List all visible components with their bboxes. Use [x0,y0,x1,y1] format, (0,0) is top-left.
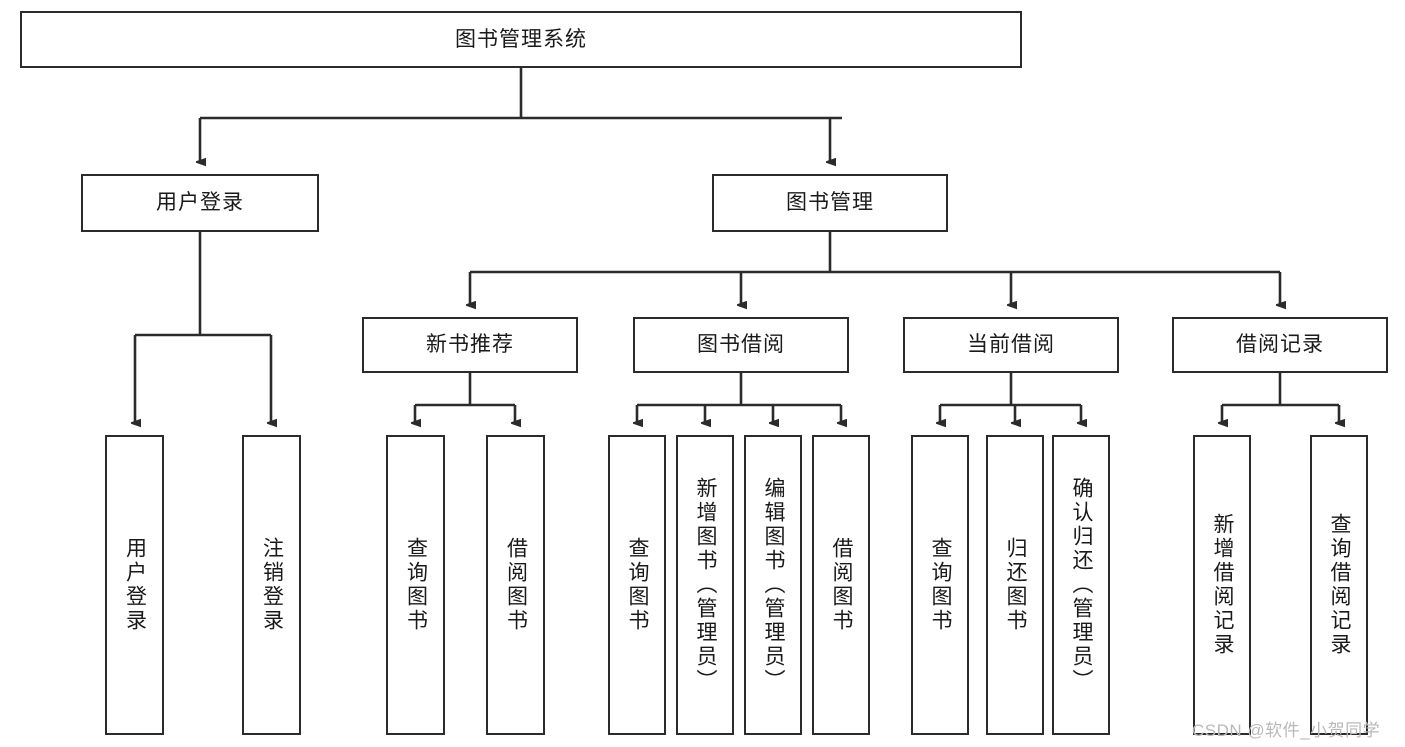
node-root-label: 图书管理系统 [455,27,587,51]
leaf-add-borrow-record[interactable]: 新增借阅记录 [1193,435,1251,735]
node-user-login-label: 用户登录 [156,191,244,215]
node-root[interactable]: 图书管理系统 [20,11,1022,68]
leaf-query-borrow-record[interactable]: 查询借阅记录 [1310,435,1368,735]
leaf-confirm-return-admin[interactable]: 确认归还（管理员） [1052,435,1110,735]
node-current-borrow-label: 当前借阅 [967,333,1055,357]
leaf-add-book-admin-label: 新增图书（管理员） [694,477,717,693]
leaf-user-login-label: 用户登录 [123,537,147,633]
leaf-edit-book-admin-label: 编辑图书（管理员） [762,477,785,693]
leaf-query-book-recommend-label: 查询图书 [404,537,428,633]
leaf-user-login[interactable]: 用户登录 [105,435,164,735]
node-book-borrow-label: 图书借阅 [697,333,785,357]
node-book-manage-label: 图书管理 [786,191,874,215]
watermark: CSDN @软件_小贺同学 [1192,721,1381,740]
node-book-manage[interactable]: 图书管理 [712,174,948,232]
node-current-borrow[interactable]: 当前借阅 [903,317,1119,373]
leaf-return-book[interactable]: 归还图书 [986,435,1044,735]
node-book-borrow[interactable]: 图书借阅 [633,317,849,373]
node-borrow-record[interactable]: 借阅记录 [1172,317,1388,373]
leaf-borrow-book-recommend-label: 借阅图书 [504,537,528,633]
node-new-book-recommend[interactable]: 新书推荐 [362,317,578,373]
leaf-add-book-admin[interactable]: 新增图书（管理员） [676,435,734,735]
node-user-login[interactable]: 用户登录 [81,174,319,232]
leaf-query-book-recommend[interactable]: 查询图书 [386,435,445,735]
leaf-logout-label: 注销登录 [260,537,284,633]
leaf-borrow-book-label: 借阅图书 [830,537,853,633]
leaf-return-book-label: 归还图书 [1004,537,1027,633]
leaf-logout[interactable]: 注销登录 [242,435,301,735]
leaf-borrow-book-recommend[interactable]: 借阅图书 [486,435,545,735]
leaf-query-book-current-label: 查询图书 [929,537,952,633]
node-borrow-record-label: 借阅记录 [1236,333,1324,357]
leaf-query-book-current[interactable]: 查询图书 [911,435,969,735]
leaf-query-book-borrow-label: 查询图书 [626,537,649,633]
node-new-book-recommend-label: 新书推荐 [426,333,514,357]
leaf-add-borrow-record-label: 新增借阅记录 [1211,513,1234,657]
leaf-edit-book-admin[interactable]: 编辑图书（管理员） [744,435,802,735]
leaf-borrow-book[interactable]: 借阅图书 [812,435,870,735]
leaf-query-book-borrow[interactable]: 查询图书 [608,435,666,735]
leaf-confirm-return-admin-label: 确认归还（管理员） [1070,477,1093,693]
leaf-query-borrow-record-label: 查询借阅记录 [1328,513,1351,657]
